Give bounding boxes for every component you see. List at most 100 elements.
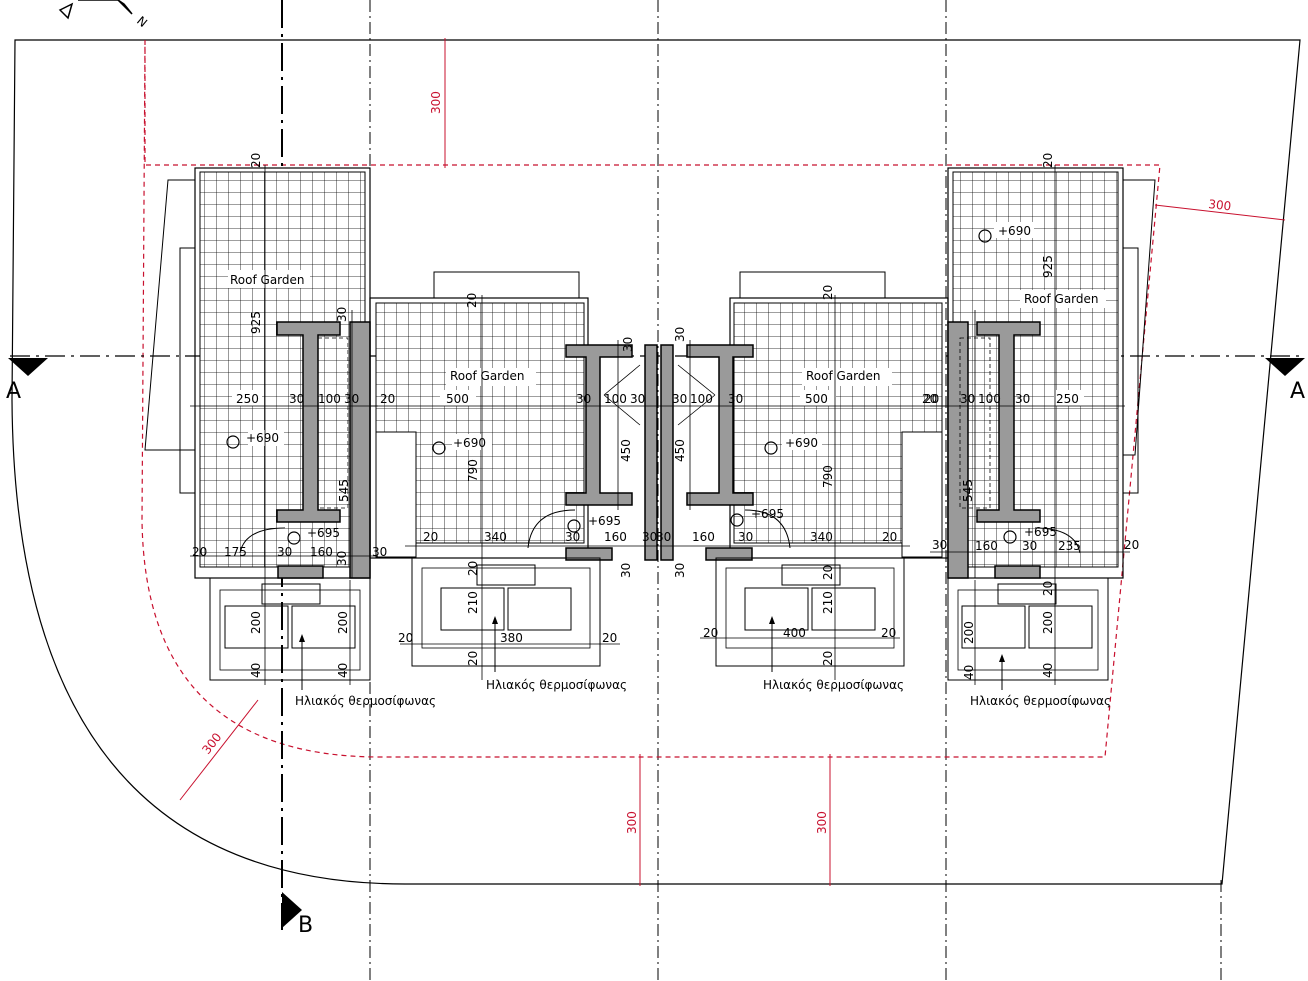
dim-u4-30b: 30 <box>1015 392 1030 406</box>
dim-u2-100: 100 <box>604 392 627 406</box>
unit-1 <box>144 167 371 690</box>
dim-u3-790: 790 <box>821 465 835 488</box>
level-roof-1: +690 <box>246 431 279 445</box>
section-label-b: B <box>298 913 313 938</box>
label-roof-garden-4: Roof Garden <box>1024 292 1099 306</box>
dim-u1-20: 20 <box>380 392 395 406</box>
dim-u3-450: 450 <box>673 439 687 462</box>
level-marker-icons <box>226 229 1017 545</box>
setback-top: 300 <box>429 91 443 114</box>
dim-u3-s30c: 30 <box>673 327 687 342</box>
dim-u4-100: 100 <box>978 392 1001 406</box>
dim-u4-250: 250 <box>1056 392 1079 406</box>
dim-u2-s30c: 30 <box>621 337 635 352</box>
dim-u2-p20a: 20 <box>466 561 480 576</box>
dim-u2-210: 210 <box>466 591 480 614</box>
dim-u4-b235: 235 <box>1058 539 1081 553</box>
dim-u2-500: 500 <box>446 392 469 406</box>
dim-u3-210: 210 <box>821 591 835 614</box>
dim-u2-380: 380 <box>500 631 523 645</box>
dim-u1-p40b: 40 <box>336 663 350 678</box>
dim-u1-925: 925 <box>249 311 263 334</box>
dim-u3-20: 20 <box>924 392 939 406</box>
dim-u1-30b: 30 <box>344 392 359 406</box>
label-solar-heater-2: Ηλιακός θερμοσίφωνας <box>486 678 627 692</box>
dim-u2-p20c: 20 <box>398 631 413 645</box>
dim-u2-450: 450 <box>619 439 633 462</box>
dim-u4-b160: 160 <box>975 539 998 553</box>
dim-u4-925: 925 <box>1041 255 1055 278</box>
dim-u3-b160: 160 <box>692 530 715 544</box>
level-roof-3: +690 <box>785 436 818 450</box>
setback-line <box>141 39 1161 758</box>
dim-u2-30a: 30 <box>576 392 591 406</box>
section-marker-a-right <box>1265 358 1305 376</box>
dim-u3-p20a: 20 <box>821 565 835 580</box>
dim-u4-30a: 30 <box>960 392 975 406</box>
dim-u4-20: 20 <box>922 392 937 406</box>
dim-u2-p20d: 20 <box>602 631 617 645</box>
dim-u2-b30b: 30 <box>642 530 657 544</box>
level-roof-4: +690 <box>998 224 1031 238</box>
dim-u1-b30b: 30 <box>335 551 349 566</box>
dim-u3-100: 100 <box>690 392 713 406</box>
dim-u4-b30: 30 <box>932 538 947 552</box>
level-stair-1: +695 <box>307 526 340 540</box>
dim-u4-t20: 20 <box>1041 153 1055 168</box>
dim-u2-790: 790 <box>466 459 480 482</box>
setback-bottom-1: 300 <box>625 811 639 834</box>
dim-u2-b340: 340 <box>484 530 507 544</box>
dim-u2-b160: 160 <box>604 530 627 544</box>
plot-boundary <box>11 39 1301 885</box>
dim-u3-30b: 30 <box>728 392 743 406</box>
dim-u4-545: 545 <box>961 479 975 502</box>
setback-right: 300 <box>1208 197 1232 213</box>
dim-u1-b30c: 30 <box>372 545 387 559</box>
setback-bottom-2: 300 <box>815 811 829 834</box>
dim-u3-500: 500 <box>805 392 828 406</box>
dim-u1-100: 100 <box>318 392 341 406</box>
dim-u4-p40b: 40 <box>1041 663 1055 678</box>
dim-u3-400: 400 <box>783 626 806 640</box>
dim-u3-p20b: 20 <box>821 651 835 666</box>
dim-u1-t30: 30 <box>335 307 349 322</box>
label-solar-heater-4: Ηλιακός θερμοσίφωνας <box>970 694 1111 708</box>
dim-u3-p20d: 20 <box>881 626 896 640</box>
level-stair-4: +695 <box>1024 525 1057 539</box>
dim-u1-30a: 30 <box>289 392 304 406</box>
setback-dims <box>179 38 1286 886</box>
unit-3 <box>660 271 949 672</box>
level-roof-2: +690 <box>453 436 486 450</box>
dim-u2-30b: 30 <box>630 392 645 406</box>
dim-u3-b30: 30 <box>656 530 671 544</box>
dim-u2-t20: 20 <box>465 293 479 308</box>
label-roof-garden-2: Roof Garden <box>450 369 525 383</box>
dim-u1-p40a: 40 <box>249 663 263 678</box>
dim-u3-p20c: 20 <box>703 626 718 640</box>
dim-u1-250: 250 <box>236 392 259 406</box>
dim-u1-b175: 175 <box>224 545 247 559</box>
dim-u4-b30b: 30 <box>1022 539 1037 553</box>
setback-left: 300 <box>199 730 224 757</box>
dim-u4-b20: 20 <box>1124 538 1139 552</box>
north-label: N <box>134 14 150 30</box>
level-stair-3: +695 <box>751 507 784 521</box>
dim-u2-p20b: 20 <box>466 651 480 666</box>
dim-u3-b340: 340 <box>810 530 833 544</box>
label-solar-heater-1: Ηλιακός θερμοσίφωνας <box>295 694 436 708</box>
dim-u3-30a: 30 <box>672 392 687 406</box>
dim-u1-545: 545 <box>337 479 351 502</box>
dim-u3-b30c: 30 <box>673 563 687 578</box>
dim-u1-p200b: 200 <box>336 611 350 634</box>
dim-u4-p40a: 40 <box>962 665 976 680</box>
section-label-a-right: A <box>1290 379 1305 404</box>
section-marker-b <box>282 892 302 928</box>
dim-u3-t20: 20 <box>821 285 835 300</box>
dim-u1-p200a: 200 <box>249 611 263 634</box>
dim-u4-p200b: 200 <box>1041 611 1055 634</box>
dim-u1-b20: 20 <box>192 545 207 559</box>
level-stair-2: +695 <box>588 514 621 528</box>
section-marker-a-left <box>8 358 48 376</box>
dim-u2-b30c: 30 <box>619 563 633 578</box>
